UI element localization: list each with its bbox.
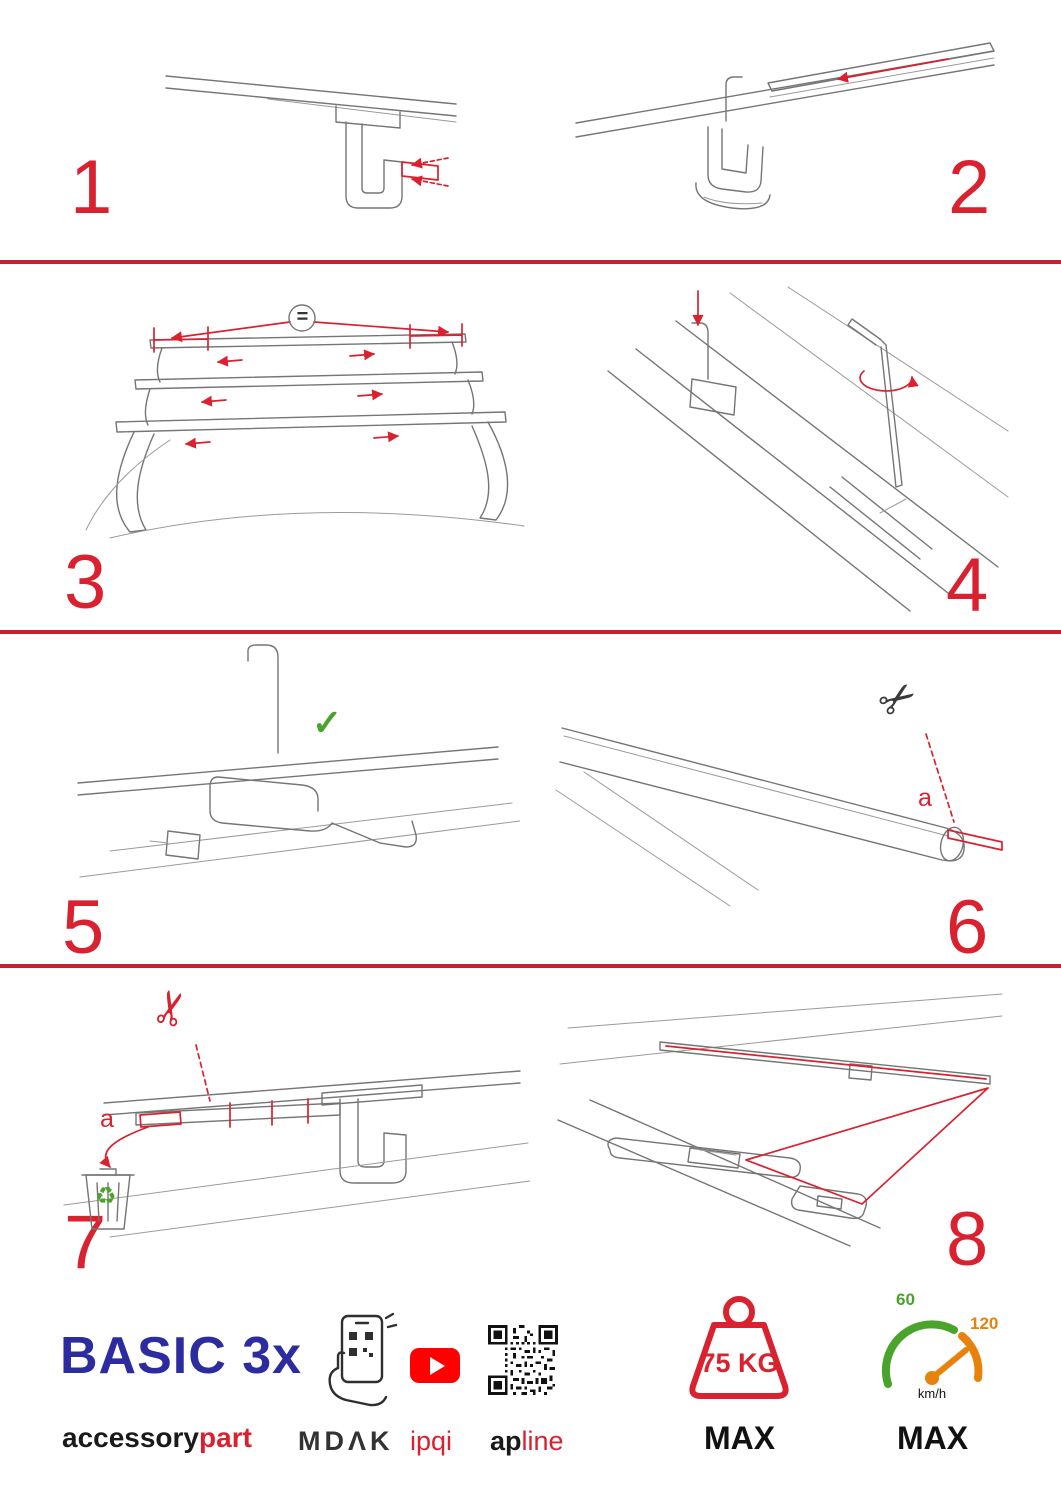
step-1-panel — [150, 50, 470, 255]
play-icon — [429, 1356, 445, 1375]
phone-qr-graphic — [328, 1312, 398, 1407]
step-3-illustration — [85, 304, 525, 539]
apline-part-black: ap — [490, 1426, 522, 1456]
step-2-number: 2 — [948, 145, 991, 230]
qr-code-icon — [488, 1325, 558, 1395]
speed-max-label: MAX — [896, 1420, 969, 1456]
separator-2 — [0, 630, 1061, 634]
step-2-panel — [520, 25, 1000, 230]
brand-part-black: accessory — [62, 1422, 200, 1453]
step-3-number: 3 — [64, 540, 107, 625]
step-7-illustration — [63, 1044, 530, 1238]
weight-limit-value: 75 KG — [700, 1348, 779, 1378]
brand-wordmark: accessorypart — [62, 1422, 252, 1454]
weight-max-label: MAX — [703, 1420, 776, 1456]
step-5-panel: ✓ — [50, 635, 520, 915]
step-8-illustration — [557, 993, 1003, 1247]
step-4-panel — [580, 275, 1010, 620]
phone-qr-icon — [318, 1312, 398, 1408]
step-8-panel — [550, 980, 1020, 1255]
logo-mdak: MDΛK — [298, 1426, 394, 1456]
separator-3 — [0, 964, 1061, 968]
cut-label-a: a — [100, 1105, 114, 1133]
step-5-illustration — [77, 644, 520, 878]
speed-tick-120: 120 — [970, 1314, 999, 1333]
step-4-illustration — [607, 286, 1009, 612]
speed-unit-label: km/h — [917, 1386, 947, 1401]
step-6-illustration — [555, 727, 1003, 907]
step-1-illustration — [165, 75, 457, 209]
logo-ipqi: ipqi — [410, 1426, 453, 1456]
cut-label-a: a — [918, 784, 932, 812]
speedometer-icon: 60 120 km/h — [872, 1290, 998, 1407]
step-6-panel: ✂ a — [550, 669, 1020, 920]
logo-apline: apline — [490, 1426, 564, 1457]
weight-limit-icon: 75 KG — [672, 1292, 807, 1412]
apline-part-red: line — [521, 1426, 564, 1456]
step-4-number: 4 — [946, 543, 989, 628]
step-6-number: 6 — [946, 885, 989, 970]
speedometer-graphic — [882, 1320, 983, 1388]
checkmark-icon: ✓ — [312, 702, 343, 743]
step-5-number: 5 — [62, 885, 105, 970]
brand-part-red: part — [199, 1422, 252, 1453]
speed-tick-60: 60 — [896, 1290, 915, 1309]
step-8-number: 8 — [946, 1197, 989, 1282]
youtube-icon — [410, 1348, 460, 1383]
separator-1 — [0, 260, 1061, 264]
qr-code-graphic — [488, 1325, 558, 1395]
weight-graphic — [689, 1296, 789, 1399]
product-name: BASIC 3x — [60, 1327, 303, 1385]
step-2-illustration — [575, 42, 995, 210]
step-1-number: 1 — [70, 145, 113, 230]
equals-badge: = — [296, 306, 309, 328]
step-3-panel: = — [50, 280, 540, 550]
step-7-panel: ✂ a ♻ — [40, 983, 530, 1250]
recycle-icon: ♻ — [95, 1183, 117, 1210]
